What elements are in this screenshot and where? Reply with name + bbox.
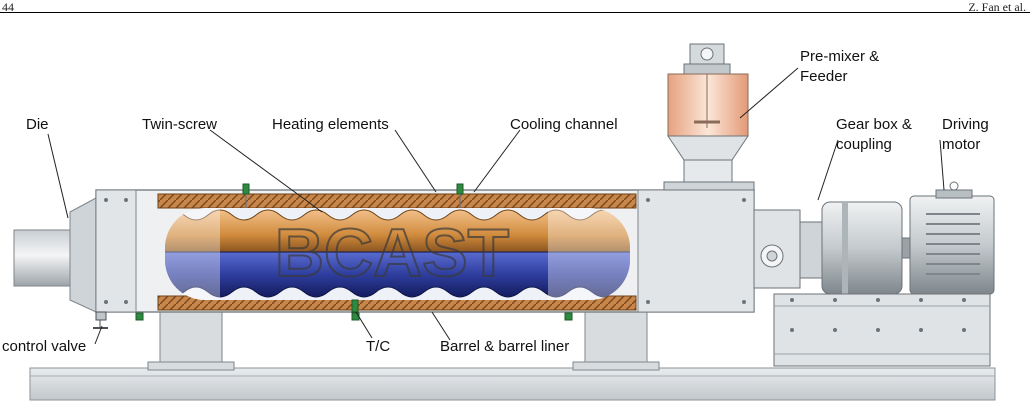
- bcast-logo: BCAST: [275, 215, 509, 291]
- motor-platform: [773, 293, 991, 367]
- label-barrel: Barrel & barrel liner: [440, 338, 570, 355]
- header-rule: [0, 12, 1030, 13]
- label-die: Die: [26, 116, 49, 133]
- label-gearbox-line2: coupling: [836, 136, 892, 153]
- gearbox-coupling: [753, 201, 911, 295]
- die: [13, 197, 97, 313]
- leader-lines: [47, 67, 945, 345]
- running-head: Z. Fan et al.: [968, 0, 1026, 14]
- label-premixer-line1: Pre-mixer &: [800, 48, 880, 65]
- label-gearbox-line1: Gear box &: [836, 116, 912, 133]
- label-heating-elements: Heating elements: [272, 116, 389, 133]
- driving-motor: [909, 181, 995, 295]
- control-valve: [93, 311, 108, 329]
- label-premixer-line2: Feeder: [800, 68, 848, 85]
- label-cooling-channel: Cooling channel: [510, 116, 618, 133]
- liner-top: [157, 193, 637, 209]
- base-rail: [29, 367, 996, 401]
- label-tc: T/C: [366, 338, 391, 355]
- label-twin-screw: Twin-screw: [142, 116, 218, 133]
- label-motor-line2: motor: [942, 136, 981, 153]
- page-number: 44: [2, 0, 14, 14]
- twin-screw: [165, 208, 630, 300]
- label-motor-line1: Driving: [942, 116, 989, 133]
- support-legs: [147, 311, 660, 371]
- label-control-valve: control valve: [2, 338, 87, 355]
- premixer-feeder: [663, 43, 755, 191]
- thermocouples: [135, 183, 573, 321]
